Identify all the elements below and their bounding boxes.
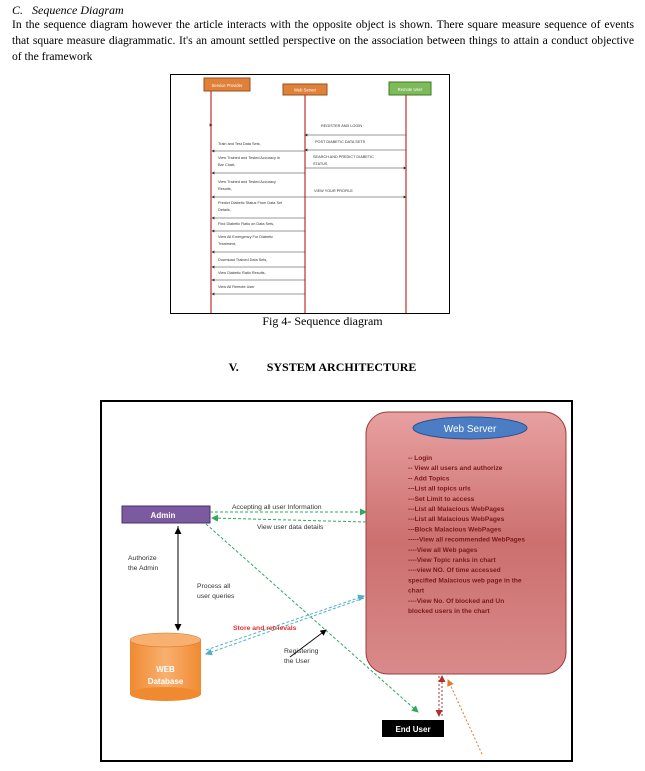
actor-service-provider [203, 77, 251, 92]
web-server-function-item: ----View Topic ranks in chart [408, 557, 496, 564]
msg-post-data-sets: POST DIABETIC DATA SETS [315, 140, 366, 144]
web-server-function-item: -- View all users and authorize [408, 465, 503, 472]
web-server-function-item: ---Set Limit to access [408, 496, 475, 503]
section-v-title: SYSTEM ARCHITECTURE [266, 360, 417, 374]
view-user-data-label: View user data details [257, 524, 324, 531]
provider-message-text: View All Emergency For Diabetic [218, 235, 273, 239]
provider-message-text: Find Diabetic Ratio on Data Sets, [218, 222, 274, 226]
web-server-title-bubble [412, 416, 528, 440]
provider-messages: Train and Test Data Sets, View Trained an… [209, 123, 305, 296]
admin-box [121, 505, 211, 524]
web-server-box [365, 411, 567, 675]
registering-label-line1: Registering [284, 648, 319, 655]
admin-label: Admin [151, 511, 176, 520]
process-label-line1: Process all [197, 583, 231, 590]
sequence-diagram-svg: Service Provider Web Server Remote User … [203, 77, 432, 313]
web-server-function-item: ---List all Malacious WebPages [408, 506, 505, 513]
database-label-line1: WEB [156, 665, 175, 674]
web-server-title: Web Server [444, 424, 497, 435]
web-server-function-item: -----View all recommended WebPages [408, 537, 525, 544]
authorize-label-line1: Authorize [128, 555, 157, 562]
msg-search-predict: SEARCH AND PREDICT DIABETIC [313, 155, 374, 159]
web-server-function-item: specified Malacious web page in the [408, 577, 522, 584]
web-server-function-item: ----view NO. Of time accessed [408, 567, 501, 574]
web-server-function-item: ---Block Malacious WebPages [408, 526, 502, 533]
web-server-function-list: -- Login -- View all users and authorize -… [408, 455, 525, 615]
provider-message-text: Bar Chart, [218, 163, 235, 167]
msg-status: STATUS [313, 162, 328, 166]
arrow-db-to-server [205, 594, 365, 651]
web-server-function-item: chart [408, 588, 425, 595]
provider-message-text: Predict Diabetic Status From Data Set [218, 201, 283, 205]
architecture-diagram: Web Server -- Login -- View all users and… [100, 400, 573, 762]
provider-message-text: Train and Test Data Sets, [218, 142, 261, 146]
arrow-admin-to-end-user [205, 523, 419, 713]
section-label: C. [12, 3, 24, 17]
web-server-function-item: ----View all Web pages [408, 547, 478, 554]
store-retrievals-label: Store and retrievals [233, 625, 297, 632]
provider-message-text: Results, [218, 187, 232, 191]
registering-label-line2: the User [284, 658, 310, 665]
process-label-line2: user queries [197, 593, 235, 600]
arrow-orange-incoming [447, 679, 483, 755]
provider-message-text: Treatment, [218, 242, 236, 246]
provider-message-text: View All Remote User [218, 285, 255, 289]
architecture-svg: Web Server -- Login -- View all users and… [121, 411, 567, 755]
section-v-heading: V. SYSTEM ARCHITECTURE [0, 360, 645, 375]
provider-message-text: View Diabetic Ratio Results, [218, 271, 266, 275]
msg-register-login: REGISTER AND LOGIN [321, 124, 362, 128]
web-server-function-item: -- Login [408, 455, 432, 462]
section-title: Sequence Diagram [32, 3, 124, 17]
web-server-function-item: blocked users in the chart [408, 608, 491, 615]
arrow-registering [289, 629, 327, 658]
actor-web-server-label: Web Server [294, 88, 317, 93]
web-server-function-item: ---List all Malacious WebPages [408, 516, 505, 523]
authorize-label-line2: the Admin [128, 565, 158, 572]
web-server-function-item: ----View No. Of blocked and Un [408, 598, 504, 605]
sequence-diagram-figure: Service Provider Web Server Remote User … [170, 74, 450, 314]
actor-service-provider-label: Service Provider [212, 83, 243, 88]
arrow-view-user-data [211, 514, 367, 523]
end-user-label: End User [395, 725, 430, 734]
web-server-function-item: ---List all topics urls [408, 486, 471, 493]
provider-message-text: Details, [218, 208, 231, 212]
provider-message-text: View Trained and Tested Accuracy in [218, 156, 280, 160]
arrow-store-to-db [205, 597, 365, 656]
body-paragraph: In the sequence diagram however the arti… [12, 18, 634, 63]
actor-remote-user-label: Remote User [398, 87, 423, 92]
provider-message-text: View Trained and Tested Accuracy [218, 180, 276, 184]
actor-remote-user [388, 81, 432, 96]
web-server-function-item: -- Add Topics [408, 475, 450, 482]
web-database-cylinder [129, 632, 202, 701]
section-heading: C. Sequence Diagram [12, 3, 124, 18]
database-label-line2: Database [148, 677, 184, 686]
provider-message-text: Download Trained Data Sets, [218, 258, 267, 262]
figure-caption: Fig 4- Sequence diagram [262, 314, 383, 328]
end-user-box [382, 720, 444, 737]
msg-view-profile: VIEW YOUR PROFILE [314, 189, 353, 193]
accepting-info-label: Accepting all user Information [232, 504, 322, 511]
section-v-number: V. [228, 360, 239, 374]
